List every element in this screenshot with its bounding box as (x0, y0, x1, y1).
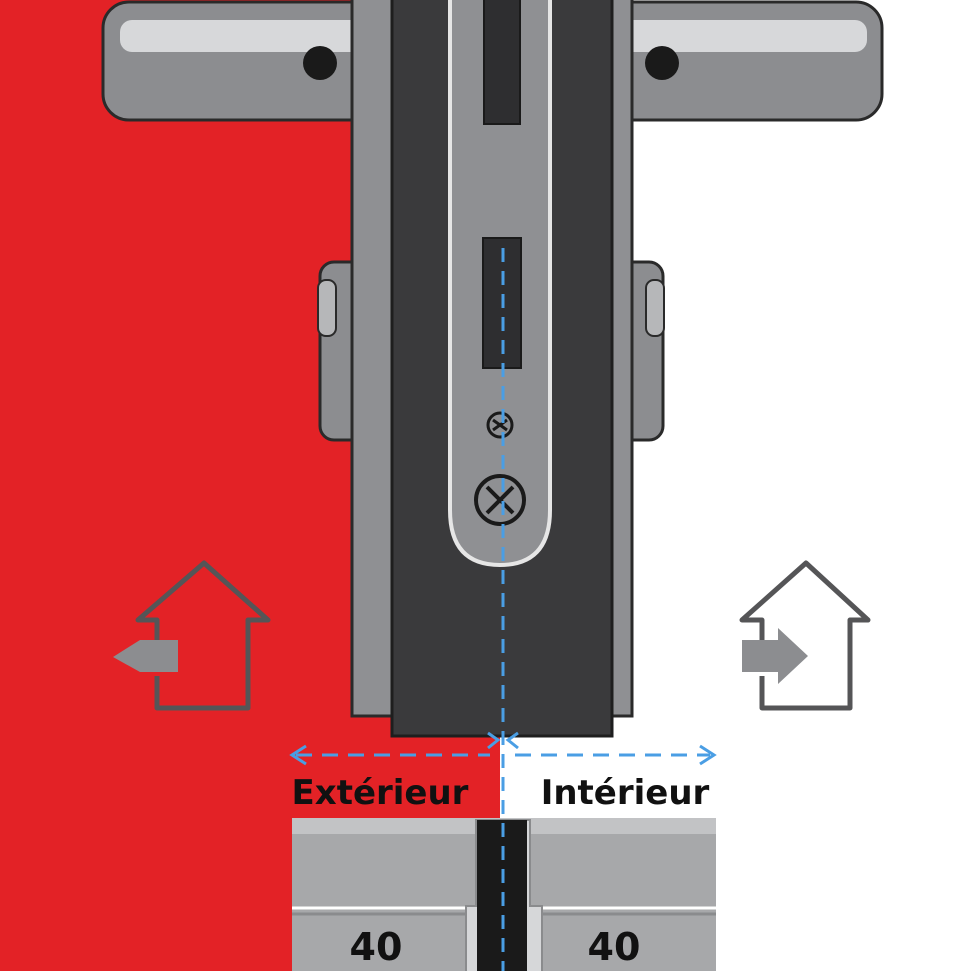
large-screw-icon (474, 474, 526, 526)
euro-cylinder (292, 818, 716, 971)
interior-label: Intérieur (541, 773, 710, 813)
house-exit-icon (113, 560, 271, 711)
handle-lever-right (598, 0, 884, 122)
handle-lever-left (101, 0, 385, 122)
exterior-length-value: 40 (350, 925, 403, 969)
measure-arrow-interior (505, 731, 717, 766)
exterior-label: Extérieur (292, 773, 469, 813)
interior-length-value: 40 (588, 925, 641, 969)
latch-slot-top (483, 0, 521, 125)
handle-screw-left (303, 46, 337, 80)
door-handle (101, 0, 884, 122)
measure-arrow-exterior (289, 731, 501, 766)
handle-screw-right (645, 46, 679, 80)
small-screw-icon (486, 411, 514, 439)
house-enter-icon (739, 560, 871, 711)
